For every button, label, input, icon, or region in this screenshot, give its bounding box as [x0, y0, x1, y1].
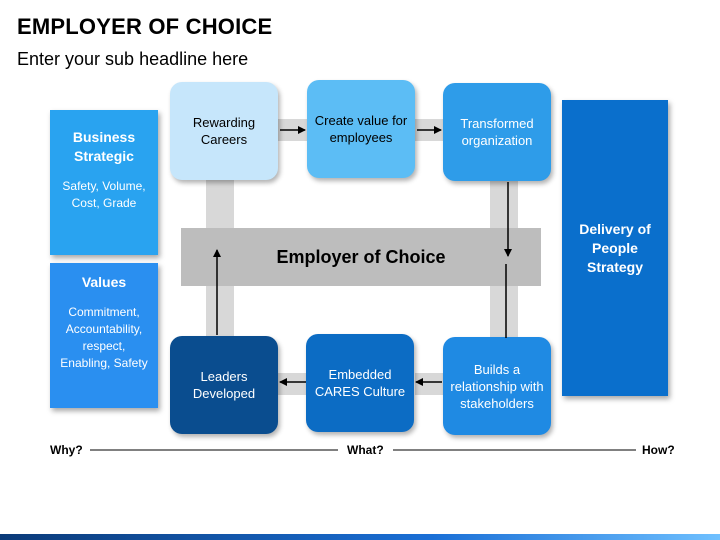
node-label: Rewarding Careers — [192, 115, 256, 147]
center-label: Employer of Choice — [276, 246, 446, 267]
values-heading: Values — [81, 274, 127, 290]
embedded-cares-culture-node: Embedded CARES Culture — [306, 334, 414, 432]
page-title: EMPLOYER OF CHOICE — [17, 14, 273, 39]
footer-how: How? — [642, 443, 675, 457]
node-label: Embedded CARES Culture — [314, 367, 406, 399]
page-subtitle: Enter your sub headline here — [17, 49, 249, 69]
delivery-people-strategy-box: Delivery of People Strategy — [562, 100, 668, 396]
builds-relationship-node: Builds a relationship with stakeholders — [443, 337, 551, 435]
leaders-developed-node: Leaders Developed — [170, 336, 278, 434]
node-label: Create value for employees — [314, 113, 408, 145]
transformed-organization-node: Transformed organization — [443, 83, 551, 181]
node-label: Leaders Developed — [192, 369, 256, 401]
values-box: Values Commitment, Accountability, respe… — [50, 263, 158, 408]
business-strategic-heading: Business Strategic — [72, 129, 136, 164]
business-strategic-body: Safety, Volume, Cost, Grade — [62, 179, 146, 210]
employer-of-choice-bar: Employer of Choice — [181, 228, 541, 286]
footer-why: Why? — [50, 443, 83, 457]
business-strategic-box: Business Strategic Safety, Volume, Cost,… — [50, 110, 158, 255]
node-label: Builds a relationship with stakeholders — [450, 361, 544, 411]
node-label: Transformed organization — [460, 116, 534, 148]
rewarding-careers-node: Rewarding Careers — [170, 82, 278, 180]
bottom-accent-band — [0, 534, 720, 540]
delivery-heading: Delivery of People Strategy — [579, 220, 651, 275]
create-value-node: Create value for employees — [307, 80, 415, 178]
values-body: Commitment, Accountability, respect, Ena… — [60, 305, 148, 370]
footer-what: What? — [347, 443, 384, 457]
